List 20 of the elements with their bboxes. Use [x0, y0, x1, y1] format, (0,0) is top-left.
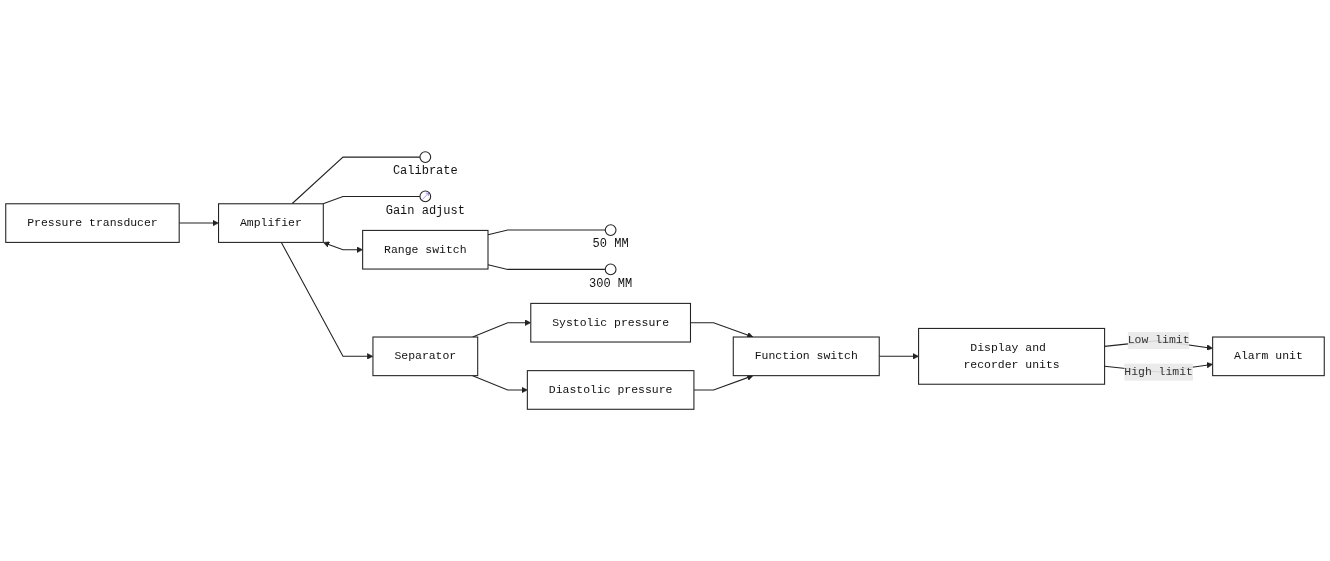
control-label: Gain adjust [385, 203, 465, 218]
node-box: Separator [372, 336, 479, 377]
arrow [472, 375, 528, 394]
node-circle [604, 263, 617, 276]
node-box: Diastolic pressure [526, 370, 695, 410]
node-circle [604, 224, 617, 236]
node-box: Display and recorder units [918, 327, 1106, 385]
node-box: Range switch [362, 229, 489, 270]
node-box: Pressure transducer [5, 203, 180, 243]
node-box: Systolic pressure [530, 302, 692, 343]
connector [291, 156, 421, 205]
connector [322, 195, 421, 205]
node-box: Function switch [732, 336, 880, 377]
node-box: Amplifier [218, 203, 324, 243]
arrow [693, 374, 754, 391]
edge-label: High limit [1124, 365, 1193, 379]
node-box: Alarm unit [1212, 336, 1325, 377]
node-circle [419, 151, 432, 163]
edge-label: Low limit [1127, 334, 1190, 348]
arrow [323, 241, 363, 253]
